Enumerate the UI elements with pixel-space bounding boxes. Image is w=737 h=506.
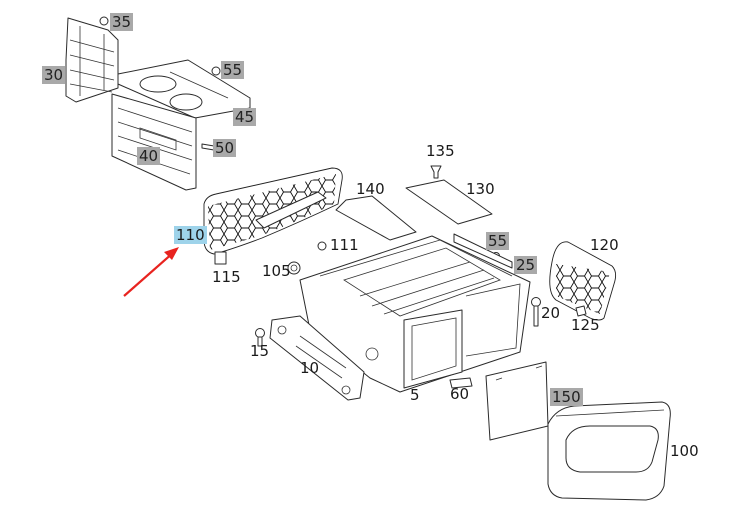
- label-45[interactable]: 45: [233, 108, 257, 126]
- label-125[interactable]: 125: [571, 316, 600, 334]
- part-140-gasket[interactable]: [335, 195, 417, 241]
- part-30-bracket[interactable]: [65, 17, 119, 103]
- part-20-bolt[interactable]: [531, 297, 541, 327]
- part-105-grommet[interactable]: [287, 261, 301, 275]
- label-140[interactable]: 140: [356, 180, 385, 198]
- part-45-cupholder-tray[interactable]: [117, 59, 251, 119]
- part-55-screw-top[interactable]: [211, 66, 221, 76]
- part-150-flap-panel[interactable]: [485, 361, 549, 441]
- label-5[interactable]: 5: [410, 386, 420, 404]
- part-135-screw[interactable]: [430, 165, 442, 179]
- part-10-base-rail[interactable]: [269, 315, 365, 401]
- part-15-screw[interactable]: [255, 328, 265, 347]
- label-10[interactable]: 10: [300, 359, 320, 377]
- label-30[interactable]: 30: [42, 66, 66, 84]
- label-111[interactable]: 111: [330, 236, 359, 254]
- part-25-bracket-strip[interactable]: [453, 233, 513, 269]
- label-130[interactable]: 130: [466, 180, 495, 198]
- label-55-top[interactable]: 55: [221, 61, 245, 79]
- label-110-selected[interactable]: 110: [174, 226, 207, 244]
- label-100[interactable]: 100: [670, 442, 699, 460]
- label-115[interactable]: 115: [212, 268, 241, 286]
- part-120-right-mesh-panel[interactable]: [549, 241, 617, 321]
- part-111-nut[interactable]: [317, 241, 327, 251]
- part-5-console-housing[interactable]: [299, 235, 531, 393]
- label-150[interactable]: 150: [550, 388, 583, 406]
- part-35-clip[interactable]: [99, 16, 109, 26]
- label-15[interactable]: 15: [250, 342, 270, 360]
- label-55-right[interactable]: 55: [486, 232, 510, 250]
- part-125-clip[interactable]: [575, 305, 587, 317]
- label-25[interactable]: 25: [514, 256, 538, 274]
- part-110-left-mesh-panel[interactable]: [203, 167, 343, 255]
- label-40[interactable]: 40: [137, 147, 161, 165]
- part-130-lid-plate[interactable]: [405, 179, 493, 225]
- label-60[interactable]: 60: [450, 385, 470, 403]
- label-20[interactable]: 20: [541, 304, 561, 322]
- part-40-frame[interactable]: [111, 93, 197, 191]
- part-115-clip[interactable]: [214, 251, 227, 265]
- label-105[interactable]: 105: [262, 262, 291, 280]
- label-135[interactable]: 135: [426, 142, 455, 160]
- part-60-pad[interactable]: [449, 377, 473, 389]
- label-50[interactable]: 50: [213, 139, 237, 157]
- selection-arrow-icon: [123, 247, 179, 297]
- label-120[interactable]: 120: [590, 236, 619, 254]
- label-35[interactable]: 35: [110, 13, 134, 31]
- part-100-trim-frame[interactable]: [547, 401, 671, 501]
